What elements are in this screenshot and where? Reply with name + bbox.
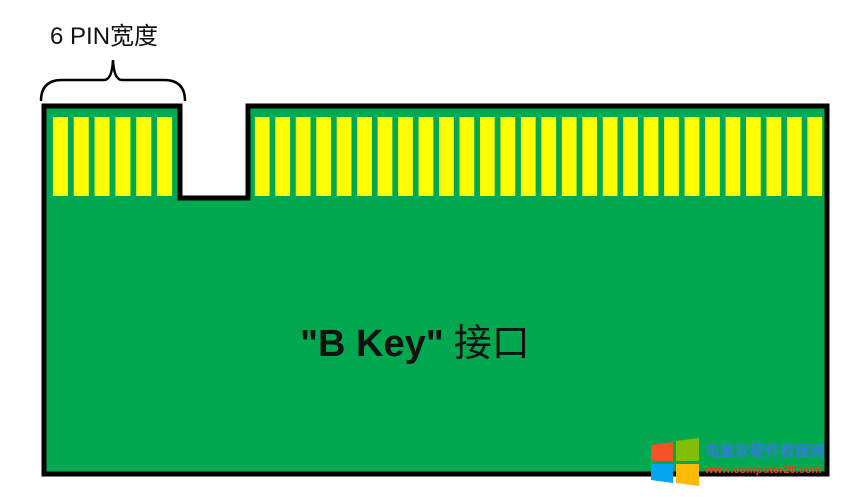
pin-right-3 (295, 117, 311, 196)
pin-right-17 (582, 117, 598, 196)
pin-right-22 (684, 117, 700, 196)
pin-group-right (254, 117, 823, 196)
pin-right-10 (439, 117, 454, 196)
pin-left-1 (52, 117, 68, 196)
watermark-url: www.computer26.com (705, 464, 822, 476)
pin-right-1 (254, 117, 270, 196)
pin-right-8 (398, 117, 413, 196)
pin-right-7 (377, 117, 393, 196)
board-outline (41, 103, 830, 477)
pin-right-26 (766, 117, 782, 196)
pin-right-6 (357, 117, 372, 196)
windows-logo-icon (651, 438, 699, 486)
pin-right-19 (623, 117, 638, 196)
pin-group-left (52, 117, 173, 196)
pin-left-6 (157, 117, 173, 196)
pin-left-4 (115, 117, 131, 196)
pin-left-3 (94, 117, 110, 196)
pin-right-27 (786, 117, 802, 196)
pin-right-5 (336, 117, 352, 196)
pin-right-20 (643, 117, 659, 196)
site-watermark: 电脑软硬件教程网 www.computer26.com (649, 436, 849, 488)
key-label: "B Key"接口 (300, 312, 530, 367)
pin-right-24 (725, 117, 741, 196)
pin-right-16 (561, 117, 577, 196)
pin-left-2 (73, 117, 89, 196)
pin-right-13 (500, 117, 516, 196)
pin-right-28 (807, 117, 823, 196)
pin-right-9 (418, 117, 434, 196)
key-suffix: 接口 (453, 323, 530, 365)
pin-right-11 (459, 117, 475, 196)
pin-left-5 (136, 117, 152, 196)
pin-right-21 (664, 117, 679, 196)
key-name: "B Key" (300, 323, 444, 365)
pin-right-15 (541, 117, 557, 196)
width-brace (39, 59, 187, 102)
pin-right-18 (602, 117, 618, 196)
watermark-title: 电脑软硬件教程网 (705, 442, 826, 460)
pin-width-label: 6 PIN宽度 (50, 23, 159, 50)
pin-right-2 (275, 117, 291, 196)
pin-right-14 (520, 117, 536, 196)
pin-right-12 (479, 117, 495, 196)
pin-right-4 (316, 117, 331, 196)
pin-right-25 (746, 117, 761, 196)
pin-right-23 (705, 117, 720, 196)
